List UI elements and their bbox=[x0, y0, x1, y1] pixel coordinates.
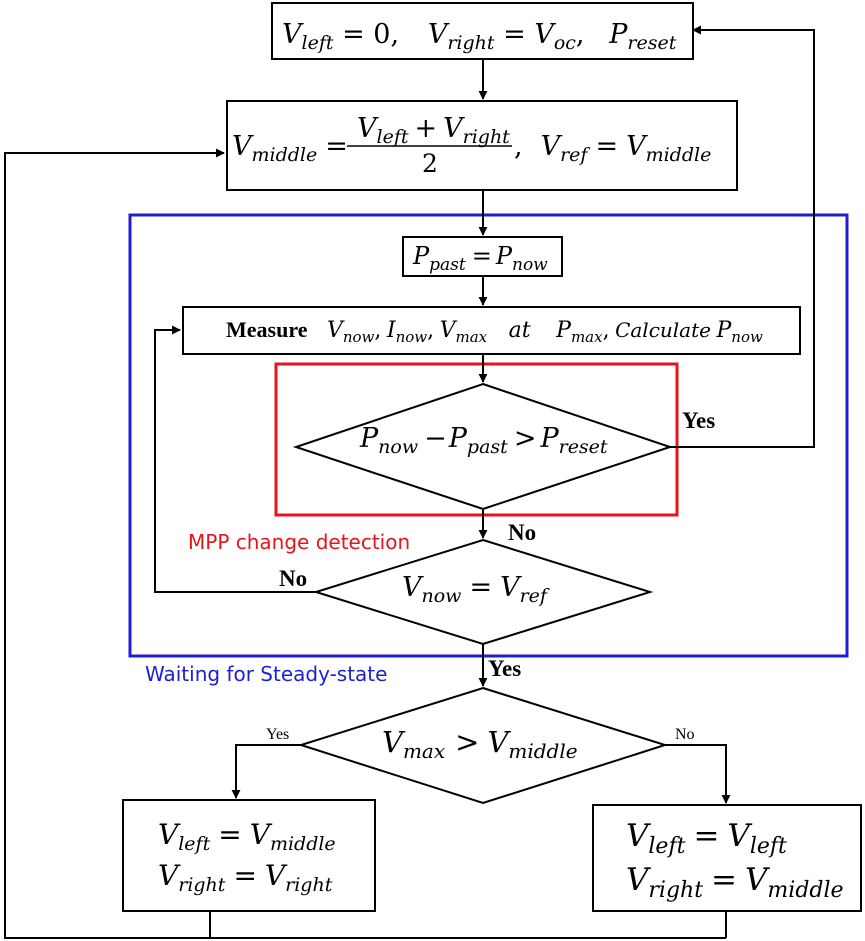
svg-text:Vleft=Vleft: Vleft=Vleft bbox=[626, 818, 787, 859]
measure-node: Measure Vnow, Inow, Vmax at Pmax, Calcul… bbox=[182, 306, 801, 355]
connectors bbox=[4, 25, 815, 939]
svg-text:Ppast=Pnow: Ppast=Pnow bbox=[412, 242, 548, 275]
yes-compare-label: Yes bbox=[266, 726, 289, 743]
svg-text:Vleft=Vmiddle: Vleft=Vmiddle bbox=[158, 818, 336, 855]
svg-text:Vleft+Vright: Vleft+Vright bbox=[357, 113, 510, 148]
yes-reset-label: Yes bbox=[682, 408, 715, 433]
right-result-node: Vleft=Vleft Vright=Vmiddle bbox=[592, 804, 862, 912]
middle-node: Vmiddle= Vleft+Vright 2 ,Vref=Vmiddle bbox=[226, 100, 738, 191]
svg-text:Vright=Vright: Vright=Vright bbox=[158, 859, 333, 896]
compare-decision: Vmax>Vmiddle bbox=[297, 686, 669, 805]
svg-text:Vright=Vmiddle: Vright=Vmiddle bbox=[626, 862, 844, 903]
steady-decision: Vnow=Vref bbox=[312, 538, 654, 646]
no-compare-label: No bbox=[675, 726, 695, 743]
mpp-change-region bbox=[274, 362, 679, 517]
svg-text:Measure Vnow, Inow: Measure Vnow, Inow, Vmax at Pmax, Calcul… bbox=[226, 317, 763, 347]
svg-text:Vnow=Vref: Vnow=Vref bbox=[402, 572, 550, 607]
init-node: Vleft = 0, Vright = Voc, Preset bbox=[271, 2, 694, 60]
change-decision: Pnow−Ppast>Preset bbox=[292, 382, 674, 511]
svg-text:Pnow−Ppast>Preset: Pnow−Ppast>Preset bbox=[359, 423, 608, 458]
steady-region-caption: Waiting for Steady-state bbox=[145, 662, 387, 686]
svg-text:Vleft = 0, Vright = Voc,: Vleft = 0, Vright = Voc, Preset bbox=[282, 19, 677, 54]
svg-text:Vmiddle=: Vmiddle= bbox=[232, 131, 348, 166]
yes-steady-label: Yes bbox=[488, 656, 521, 681]
mpp-region-caption: MPP change detection bbox=[188, 530, 410, 554]
steady-state-region bbox=[128, 213, 849, 658]
svg-text:2: 2 bbox=[422, 149, 438, 178]
svg-text:Vmax>Vmiddle: Vmax>Vmiddle bbox=[382, 725, 578, 763]
no-change-label: No bbox=[508, 520, 536, 545]
past-node: Ppast=Pnow bbox=[402, 236, 563, 277]
svg-text:,Vref=Vmiddle: ,Vref=Vmiddle bbox=[514, 131, 711, 166]
left-result-node: Vleft=Vmiddle Vright=Vright bbox=[122, 799, 376, 912]
no-steady-label: No bbox=[279, 566, 307, 591]
